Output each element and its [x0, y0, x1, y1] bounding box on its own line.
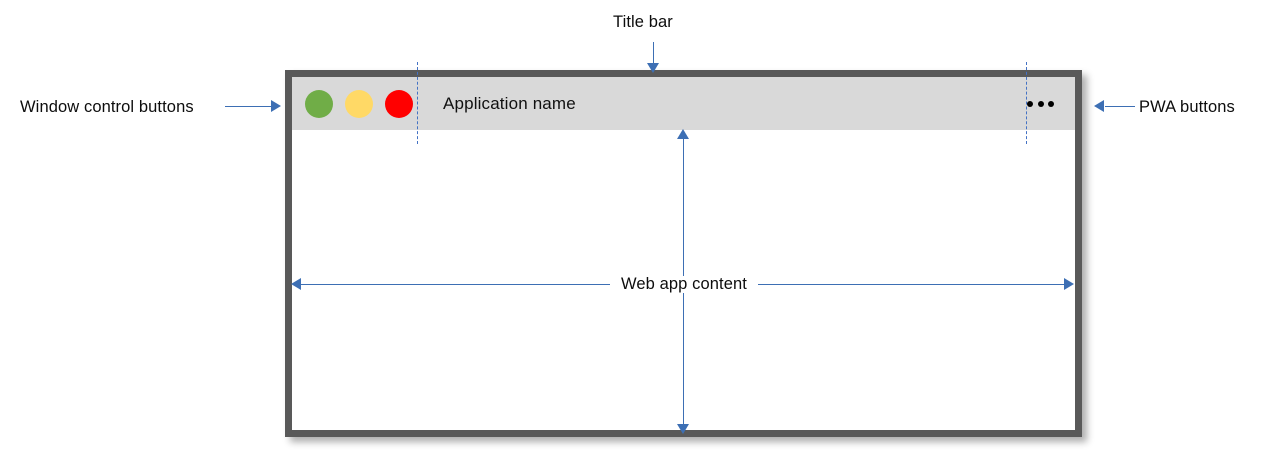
title-bar-arrowhead-down-icon [647, 63, 659, 73]
close-button[interactable] [385, 89, 413, 118]
window-controls-leader-line [225, 106, 275, 108]
annotation-title-bar: Title bar [613, 13, 673, 31]
ellipsis-dot-icon [1027, 100, 1033, 107]
ellipsis-dot-icon [1037, 100, 1044, 107]
maximize-button[interactable] [345, 89, 373, 118]
minimize-button[interactable] [305, 89, 333, 118]
ellipsis-dot-icon [1048, 100, 1054, 107]
pwa-menu-button[interactable] [1027, 100, 1054, 107]
web-content-arrowhead-down-icon [677, 424, 689, 434]
title-bar-leader-line [653, 42, 655, 68]
guide-line-right [1026, 62, 1027, 144]
web-content-arrowhead-up-icon [677, 129, 689, 139]
window-control-buttons [305, 89, 413, 118]
window-controls-arrowhead-right-icon [271, 100, 281, 112]
guide-line-left [417, 62, 418, 144]
annotation-web-app-content: Web app content [610, 276, 758, 293]
web-content-arrowhead-left-icon [291, 278, 301, 290]
web-content-arrowhead-right-icon [1064, 278, 1074, 290]
title-bar[interactable]: Application name [292, 77, 1075, 130]
pwa-buttons-arrowhead-left-icon [1094, 100, 1104, 112]
annotation-window-control-buttons: Window control buttons [20, 98, 194, 116]
application-name-label: Application name [443, 93, 576, 113]
annotation-pwa-buttons: PWA buttons [1139, 98, 1235, 116]
pwa-buttons-leader-line [1105, 106, 1135, 108]
